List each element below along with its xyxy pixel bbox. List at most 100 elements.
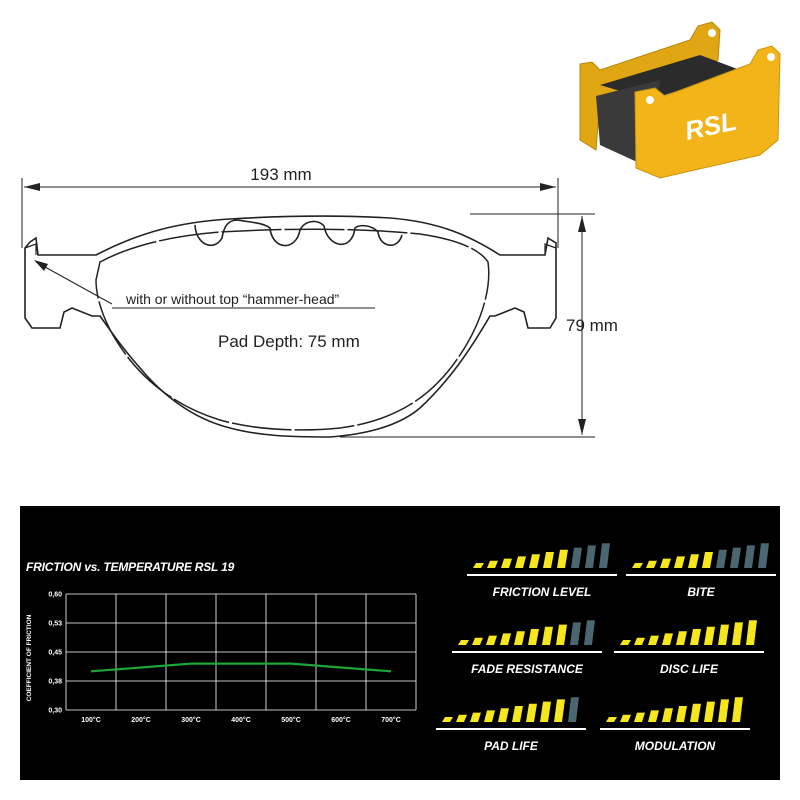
rating-underline [614, 651, 764, 653]
x-tick-label: 700°C [381, 716, 401, 724]
right-lug-detail [544, 243, 557, 255]
rating-bar-on [529, 554, 540, 568]
height-arrow-bottom [578, 419, 586, 435]
rating-bar-on [660, 558, 671, 568]
rating-label: FADE RESISTANCE [471, 662, 583, 676]
x-tick-label: 100°C [81, 716, 101, 724]
rating-bar-on [620, 714, 631, 722]
y-tick-label: 0,60 [48, 592, 62, 599]
rating-bar-off [570, 622, 581, 645]
rating-bar-on [514, 631, 525, 645]
rating-bar-on [472, 637, 483, 645]
rating-bar-on [498, 708, 509, 722]
rating-bar-on [540, 701, 551, 722]
rating-bar-on [634, 712, 645, 722]
rating-bar-off [730, 547, 741, 568]
rating-bar-off [758, 543, 769, 568]
rating-bar-on [646, 560, 657, 568]
series-line [90, 662, 392, 673]
brake-pad-technical-drawing: 193 mm 79 mm with or without top “hammer… [21, 21, 781, 438]
rating-bar-off [571, 547, 582, 568]
rating-bar-off [744, 545, 755, 568]
rating-bar-on [648, 710, 659, 722]
x-tick-label: 500°C [281, 716, 301, 724]
pad-depth-label: Pad Depth: 75 mm [218, 332, 360, 351]
x-tick-label: 200°C [131, 716, 151, 724]
rating-label: MODULATION [634, 739, 716, 753]
y-tick-label: 0,45 [48, 650, 62, 657]
x-tick-label: 400°C [231, 716, 251, 724]
rating-bar-on [458, 640, 469, 645]
rating-underline [626, 574, 776, 576]
rating-bar-on [484, 710, 495, 722]
rating-label: BITE [687, 585, 715, 599]
rating-bar-on [632, 563, 643, 568]
rating-label: FRICTION LEVEL [492, 585, 592, 599]
rating-bar-on [543, 552, 554, 568]
backing-plate-outline [24, 215, 557, 438]
callout-arrow [34, 260, 48, 271]
width-arrow-right [540, 183, 556, 191]
rating-bars [473, 543, 610, 568]
rating-bar-off [599, 543, 610, 568]
rating-bar-on [556, 624, 567, 645]
rating-bar-on [456, 714, 467, 722]
rating-bar-on [648, 635, 659, 645]
rating-bar-on [718, 699, 729, 722]
rating-bar-on [487, 560, 498, 568]
rating-bar-off [584, 620, 595, 645]
rating-bar-on [486, 635, 497, 645]
rating-bar-on [557, 549, 568, 568]
chart-x-ticks: 100°C 200°C 300°C 400°C 500°C 600°C 700°C [81, 716, 401, 724]
rating-bars [606, 697, 743, 722]
callout-leader [35, 261, 113, 305]
rating-bar-on [542, 626, 553, 645]
friction-material-outline [95, 228, 490, 431]
rating-bar-on [702, 552, 713, 568]
rating-underline [436, 728, 586, 730]
rating-bar-on [515, 556, 526, 568]
rating-bar-on [718, 624, 729, 645]
height-arrow-top [578, 216, 586, 232]
y-tick-label: 0,38 [48, 679, 62, 686]
hammer-head-note: with or without top “hammer-head” [125, 291, 340, 307]
rating-bar-on [676, 631, 687, 645]
rating-bar-off [585, 545, 596, 568]
rating-bar-on [500, 633, 511, 645]
chart-series [90, 662, 392, 673]
width-arrow-left [24, 183, 40, 191]
rating-bar-on [732, 622, 743, 645]
rating-bar-off [716, 549, 727, 568]
chart-y-ticks: 0,600,530,450,380,30 [48, 592, 62, 715]
rating-bars [620, 620, 757, 645]
rating-bar-on [690, 703, 701, 722]
rating-bar-on [746, 620, 757, 645]
chart-grid [65, 593, 417, 711]
rating-bars [442, 697, 579, 722]
width-label: 193 mm [250, 165, 311, 184]
rating-bar-on [473, 563, 484, 568]
rating-bar-on [620, 640, 631, 645]
rating-bar-on [526, 703, 537, 722]
rating-bar-on [690, 629, 701, 645]
rating-bar-on [501, 558, 512, 568]
y-tick-label: 0,53 [48, 621, 62, 628]
height-label: 79 mm [566, 316, 618, 335]
rating-bar-off [568, 697, 579, 722]
rating-bars [458, 620, 595, 645]
x-tick-label: 600°C [331, 716, 351, 724]
x-tick-label: 300°C [181, 716, 201, 724]
rating-bar-on [732, 697, 743, 722]
rating-bar-on [676, 706, 687, 722]
rating-bar-on [674, 556, 685, 568]
rating-bar-on [554, 699, 565, 722]
top-notches [194, 219, 403, 247]
brake-pad-product-image: RSL [579, 21, 781, 179]
rating-bar-on [704, 701, 715, 722]
rating-bar-on [662, 708, 673, 722]
rating-bar-on [442, 717, 453, 722]
rating-bar-on [606, 717, 617, 722]
rating-bar-on [512, 706, 523, 722]
